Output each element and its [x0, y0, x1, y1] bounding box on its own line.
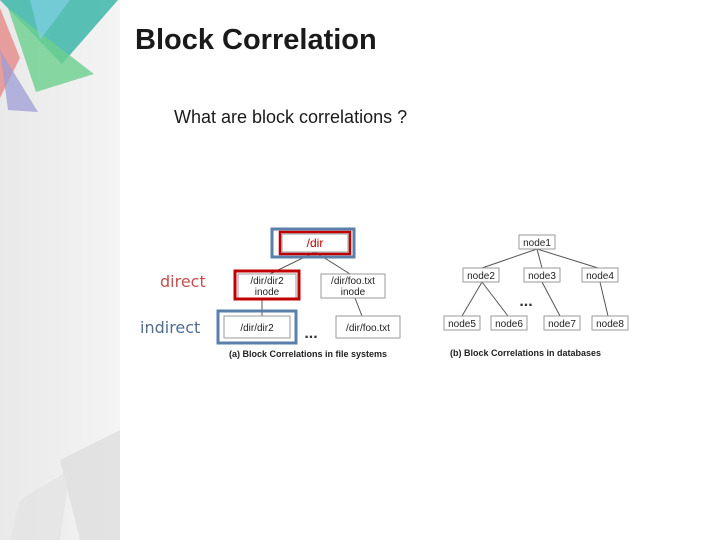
indirect-label: indirect [140, 318, 201, 337]
teal-petal [0, 0, 118, 64]
indirect-highlight-root [270, 227, 356, 259]
db-node4 [581, 267, 619, 283]
fs-ellipsis: ... [304, 325, 317, 342]
fs-node-dir2-child [223, 315, 291, 339]
db-node2-label: node2 [467, 271, 495, 282]
fs-edge-root-foo [314, 251, 351, 275]
db-edge-3-7 [541, 281, 561, 317]
fs-node-dir2 [237, 273, 297, 299]
slide-title: Block Correlation [135, 24, 377, 56]
db-node2 [462, 267, 500, 283]
db-edge-1-3 [536, 248, 543, 269]
direct-highlight-dir2 [233, 269, 301, 301]
db-node6 [490, 315, 528, 331]
db-edge-2-6 [481, 281, 509, 317]
fs-node-foo-line2: inode [341, 287, 366, 298]
decorative-leaf-shapes [0, 0, 120, 540]
fs-node-foo-child [335, 315, 401, 339]
fs-node-foo-child-label: /dir/foo.txt [346, 323, 390, 334]
db-node5-label: node5 [448, 319, 476, 330]
db-edge-4-8 [599, 281, 609, 317]
grey-petal-2 [10, 470, 70, 540]
db-node7-label: node7 [548, 319, 576, 330]
fs-node-dir2-child-label: /dir/dir2 [240, 323, 274, 334]
db-node3 [523, 267, 561, 283]
fs-edge-foo-child [354, 297, 363, 317]
fs-node-dir2-line2: inode [255, 287, 280, 298]
grey-petal-1 [60, 430, 120, 540]
db-edge-1-4 [536, 248, 599, 269]
db-edge-1-2 [481, 248, 538, 269]
direct-label: direct [160, 272, 206, 291]
db-node4-label: node4 [586, 271, 614, 282]
green-petal [8, 8, 94, 92]
fs-node-foo [320, 273, 386, 299]
fs-node-dir2-line1: /dir/dir2 [250, 276, 284, 287]
db-ellipsis: ... [519, 293, 532, 310]
db-node6-label: node6 [495, 319, 523, 330]
fs-node-root-label: /dir [307, 236, 324, 250]
db-edge-2-5 [461, 281, 483, 317]
direct-highlight-root [278, 230, 352, 256]
fs-node-foo-line1: /dir/foo.txt [331, 276, 375, 287]
fs-caption: (a) Block Correlations in file systems [229, 349, 387, 359]
slide-question: What are block correlations ? [174, 107, 408, 127]
blue-petal [30, 0, 70, 40]
db-caption: (b) Block Correlations in databases [450, 348, 601, 358]
indirect-highlight-dir2-child [216, 309, 298, 345]
db-node5 [443, 315, 481, 331]
db-node8 [591, 315, 629, 331]
db-node1 [518, 234, 556, 250]
db-node3-label: node3 [528, 271, 556, 282]
db-node7 [543, 315, 581, 331]
db-node1-label: node1 [523, 238, 551, 249]
db-node8-label: node8 [596, 319, 624, 330]
purple-petal [0, 50, 38, 112]
fs-node-root [281, 233, 349, 253]
